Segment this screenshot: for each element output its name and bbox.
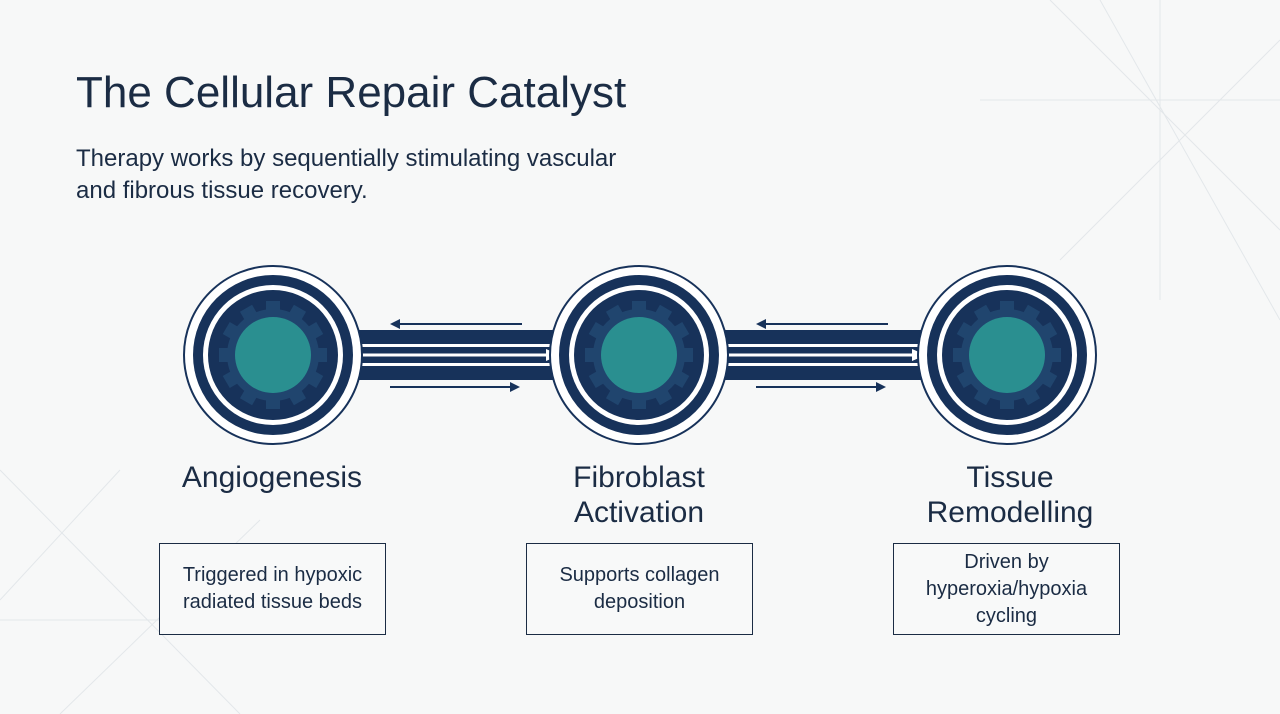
stage-node-fibroblast-activation — [549, 265, 729, 445]
stage-description-text: Driven by hyperoxia/hypoxia cycling — [925, 550, 1088, 627]
page-title: The Cellular Repair Catalyst — [76, 68, 627, 117]
left-arrow-icon — [756, 319, 888, 329]
stage-description-text: Supports collagen deposition — [559, 564, 720, 613]
stage-node-angiogenesis — [183, 265, 363, 445]
stage-description-angiogenesis: Triggered in hypoxic radiated tissue bed… — [159, 543, 386, 635]
left-arrow-icon — [390, 319, 522, 329]
page-subtitle: Therapy works by sequentially stimulatin… — [76, 145, 617, 204]
right-arrow-icon — [756, 382, 886, 392]
connector-1-2 — [340, 319, 576, 392]
stage-label-tissue-remodelling: Tissue Remodelling — [926, 461, 1094, 529]
stage-description-text: Triggered in hypoxic radiated tissue bed… — [182, 564, 363, 613]
stage-label-fibroblast-activation: Fibroblast Activation — [573, 461, 705, 529]
connector-2-3 — [706, 319, 942, 392]
stage-description-fibroblast-activation: Supports collagen deposition — [526, 543, 753, 635]
stage-label-angiogenesis: Angiogenesis — [181, 461, 363, 494]
stage-description-tissue-remodelling: Driven by hyperoxia/hypoxia cycling — [893, 543, 1120, 635]
stage-node-tissue-remodelling — [917, 265, 1097, 445]
right-arrow-icon — [390, 382, 520, 392]
